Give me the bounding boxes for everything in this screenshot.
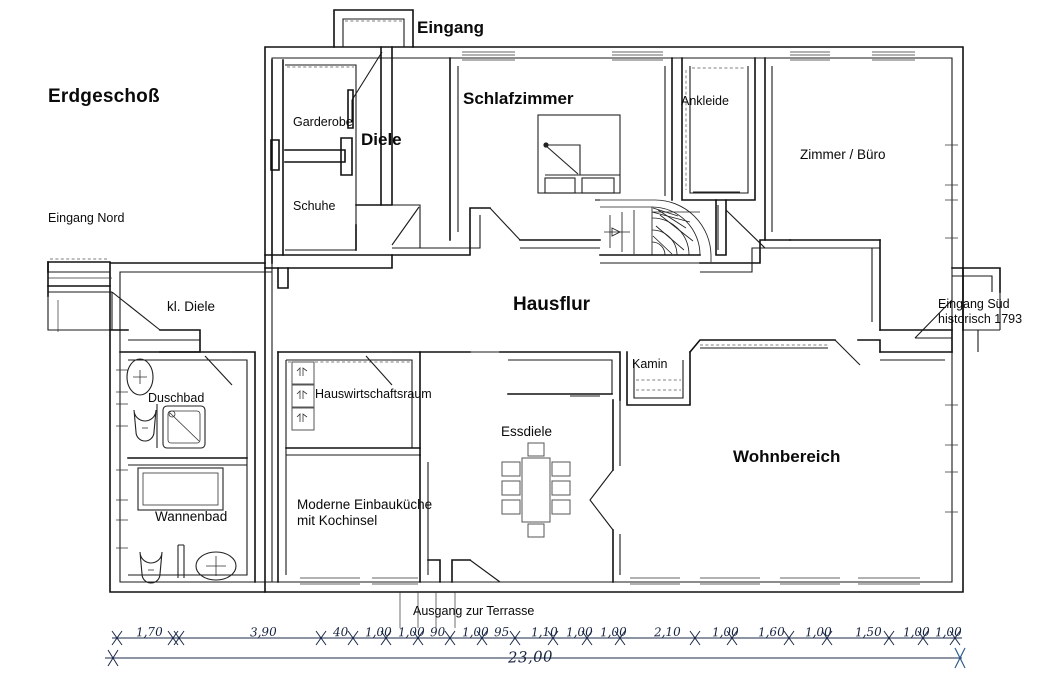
hall-garderobe-block xyxy=(264,46,421,289)
dimension-segment: 1,00 xyxy=(397,624,425,640)
dining-area xyxy=(419,351,621,583)
room-label-diele: Diele xyxy=(361,130,402,149)
room-label-ausgang-terrasse: Ausgang zur Terrasse xyxy=(413,604,535,618)
room-label-eingang-nord: Eingang Nord xyxy=(48,211,125,225)
south-entrance xyxy=(914,267,1001,353)
dressing-room xyxy=(681,57,756,256)
dimension-lines xyxy=(105,592,966,669)
dimension-segment: 1,10 xyxy=(530,624,558,640)
room-label-schuhe: Schuhe xyxy=(293,199,336,213)
staircase xyxy=(595,199,712,264)
kitchen xyxy=(300,454,501,585)
utility-room xyxy=(277,351,421,583)
dimension-segment: 1,00 xyxy=(599,624,627,640)
small-hall-walls xyxy=(109,329,201,353)
dimension-segment: 2,10 xyxy=(653,624,681,640)
room-label-kl-diele: kl. Diele xyxy=(167,299,216,314)
bathroom-block xyxy=(116,351,256,584)
office-room xyxy=(725,51,958,249)
dimension-segment: 90 xyxy=(429,624,446,640)
dimension-segment: 3,90 xyxy=(249,624,277,640)
dimension-segment: 1,00 xyxy=(804,624,832,640)
building-outline xyxy=(109,46,964,593)
dimension-segment: 1,00 xyxy=(364,624,392,640)
dimension-total: 23,00 xyxy=(507,647,554,667)
room-label-wohnbereich: Wohnbereich xyxy=(733,447,841,466)
room-label-kamin: Kamin xyxy=(632,357,668,371)
dimension-segment: 1,00 xyxy=(711,624,739,640)
dimension-segment: 1,50 xyxy=(854,624,882,640)
room-label-hausflur: Hausflur xyxy=(513,294,591,315)
room-label-garderobe: Garderobe xyxy=(293,115,353,129)
entry-vestibule xyxy=(333,9,414,129)
dimension-segment: 1,70 xyxy=(135,624,163,640)
living-area xyxy=(630,339,958,585)
room-label-kueche: Moderne Einbauküche mit Kochinsel xyxy=(297,497,433,528)
room-label-eingang: Eingang xyxy=(417,18,485,37)
dimension-segment: 95 xyxy=(493,624,510,640)
room-label-ankleide: Ankleide xyxy=(681,94,729,108)
room-label-eingang-sued: Eingang Süd historisch 1793 xyxy=(938,297,1023,326)
page-title: Erdgeschoß xyxy=(48,86,160,107)
room-label-zimmer-buero: Zimmer / Büro xyxy=(800,147,886,162)
dimension-segment: 40 xyxy=(332,624,349,640)
room-label-wannenbad: Wannenbad xyxy=(155,509,228,524)
dimension-segment: 1,00 xyxy=(934,624,962,640)
bedroom xyxy=(449,51,673,241)
central-corridor xyxy=(391,207,953,331)
room-label-hauswirtschaftsraum: Hauswirtschaftsraum xyxy=(315,387,432,401)
room-label-duschbad: Duschbad xyxy=(148,391,205,405)
dimension-segment: 1,00 xyxy=(902,624,930,640)
dimension-segment: 1,60 xyxy=(757,624,785,640)
room-label-essdiele: Essdiele xyxy=(501,424,553,439)
north-entrance xyxy=(47,258,161,332)
fireplace xyxy=(626,351,691,406)
dimension-segment: 1,00 xyxy=(461,624,489,640)
room-label-schlafzimmer: Schlafzimmer xyxy=(463,89,574,108)
dimension-segment: 1,00 xyxy=(565,624,593,640)
